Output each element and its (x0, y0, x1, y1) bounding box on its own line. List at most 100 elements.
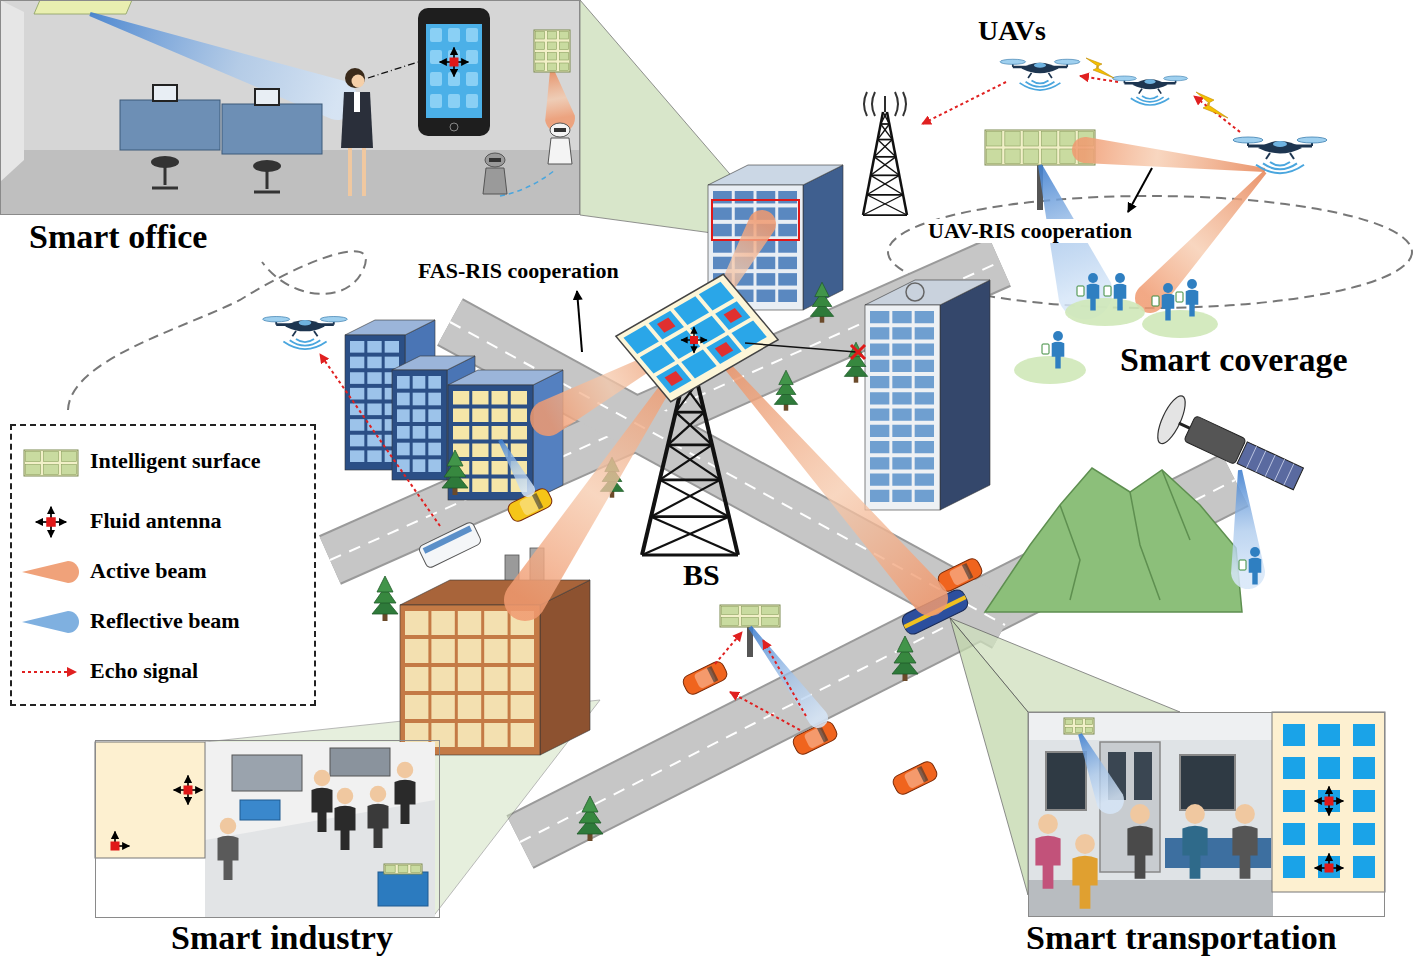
monitor-screen (154, 86, 176, 100)
building-window (413, 426, 426, 439)
legend-text: Active beam (90, 558, 207, 584)
phone-screen (426, 24, 482, 118)
tower-leg (692, 360, 738, 555)
surface-board (534, 30, 570, 72)
uav-rotor (320, 317, 347, 322)
building-window (757, 290, 776, 302)
car (681, 659, 729, 696)
surface-cell (536, 63, 545, 71)
uav-signal-arc (296, 339, 314, 342)
intelligent-surface (534, 30, 570, 72)
building-window (892, 376, 911, 388)
surface-cell (1076, 728, 1083, 733)
zoom-card (95, 742, 205, 858)
ris-element-active (715, 342, 733, 357)
car (891, 759, 939, 796)
building-window (472, 426, 488, 440)
active-beam (1135, 171, 1266, 313)
ris-element (681, 350, 716, 379)
building-window (870, 376, 889, 388)
car-windshield (532, 493, 544, 510)
robot-visor (489, 158, 501, 162)
ris-element-active (657, 318, 675, 333)
signal-arc (864, 92, 867, 116)
building-window (778, 191, 797, 203)
building-window (428, 393, 441, 406)
person-figure (312, 770, 333, 832)
surface-board (384, 864, 422, 874)
figure-label: UAVs (976, 16, 1048, 47)
fluid-antenna-port (1325, 797, 1334, 806)
car-body (681, 659, 729, 696)
ris-board (616, 274, 778, 401)
uav-signal-arc (283, 342, 326, 350)
uav-leg (1049, 73, 1052, 78)
ris-element (1283, 823, 1305, 845)
beam-swatch (22, 561, 79, 583)
uav-dome (1144, 79, 1155, 84)
building-window (367, 404, 381, 416)
helipad (906, 283, 924, 301)
signal-arc (903, 92, 906, 116)
phone-app (430, 72, 442, 86)
bus-windows (423, 526, 472, 554)
building-window (428, 426, 441, 439)
chair-leg (164, 166, 167, 185)
car-windshield (817, 726, 829, 743)
building-window (915, 425, 934, 437)
phone-app (448, 94, 460, 108)
building-window (492, 479, 508, 493)
surface-cell (26, 452, 41, 462)
building-window (350, 450, 364, 462)
person-body (1114, 284, 1127, 311)
uav-drone (1000, 59, 1080, 90)
building-window (484, 695, 507, 719)
reflective-beam (748, 626, 828, 728)
surface-cell (1005, 132, 1020, 147)
building-window (915, 327, 934, 339)
woman-hair (345, 68, 365, 88)
uav-body (285, 320, 325, 331)
building-window (431, 667, 454, 691)
panel-heading: Smart transportation (1026, 919, 1337, 956)
uav-signal-arc (1256, 165, 1304, 173)
door-window (1134, 752, 1152, 800)
legend-swatch (18, 652, 84, 692)
surface-cell (386, 866, 396, 873)
car-windshield (962, 563, 974, 580)
car-windshield (917, 766, 929, 783)
building-window (492, 391, 508, 405)
legend-row: Active beam (12, 552, 312, 592)
building-window (413, 393, 426, 406)
phone-body (418, 8, 490, 136)
intelligent-surface (24, 450, 78, 476)
building-window (397, 376, 410, 389)
fluid-antenna-port (184, 786, 193, 795)
building-roof (345, 320, 435, 335)
surface-cell (1060, 132, 1075, 147)
building-window (892, 425, 911, 437)
surface-cell (548, 63, 557, 71)
chair-base (152, 187, 178, 190)
uav-signal-arc (1270, 162, 1290, 166)
building-window (413, 443, 426, 456)
building-window (385, 341, 399, 353)
uav-leg (314, 331, 318, 336)
coverage-area (1065, 298, 1145, 326)
person-figure (1249, 547, 1262, 584)
tower-brace (881, 112, 887, 124)
building-window (484, 667, 507, 691)
surface-cell (987, 149, 1002, 164)
ris-element (731, 321, 766, 350)
building-window (367, 341, 381, 353)
surface-cell (398, 866, 408, 873)
fluid-antenna-port (690, 336, 698, 344)
building-window (397, 443, 410, 456)
tree (844, 342, 867, 383)
woman-shirt (354, 92, 360, 112)
zoom-card (1272, 712, 1385, 892)
person-figure (335, 788, 356, 850)
uav-dome (1273, 141, 1287, 147)
building-window (405, 695, 428, 719)
